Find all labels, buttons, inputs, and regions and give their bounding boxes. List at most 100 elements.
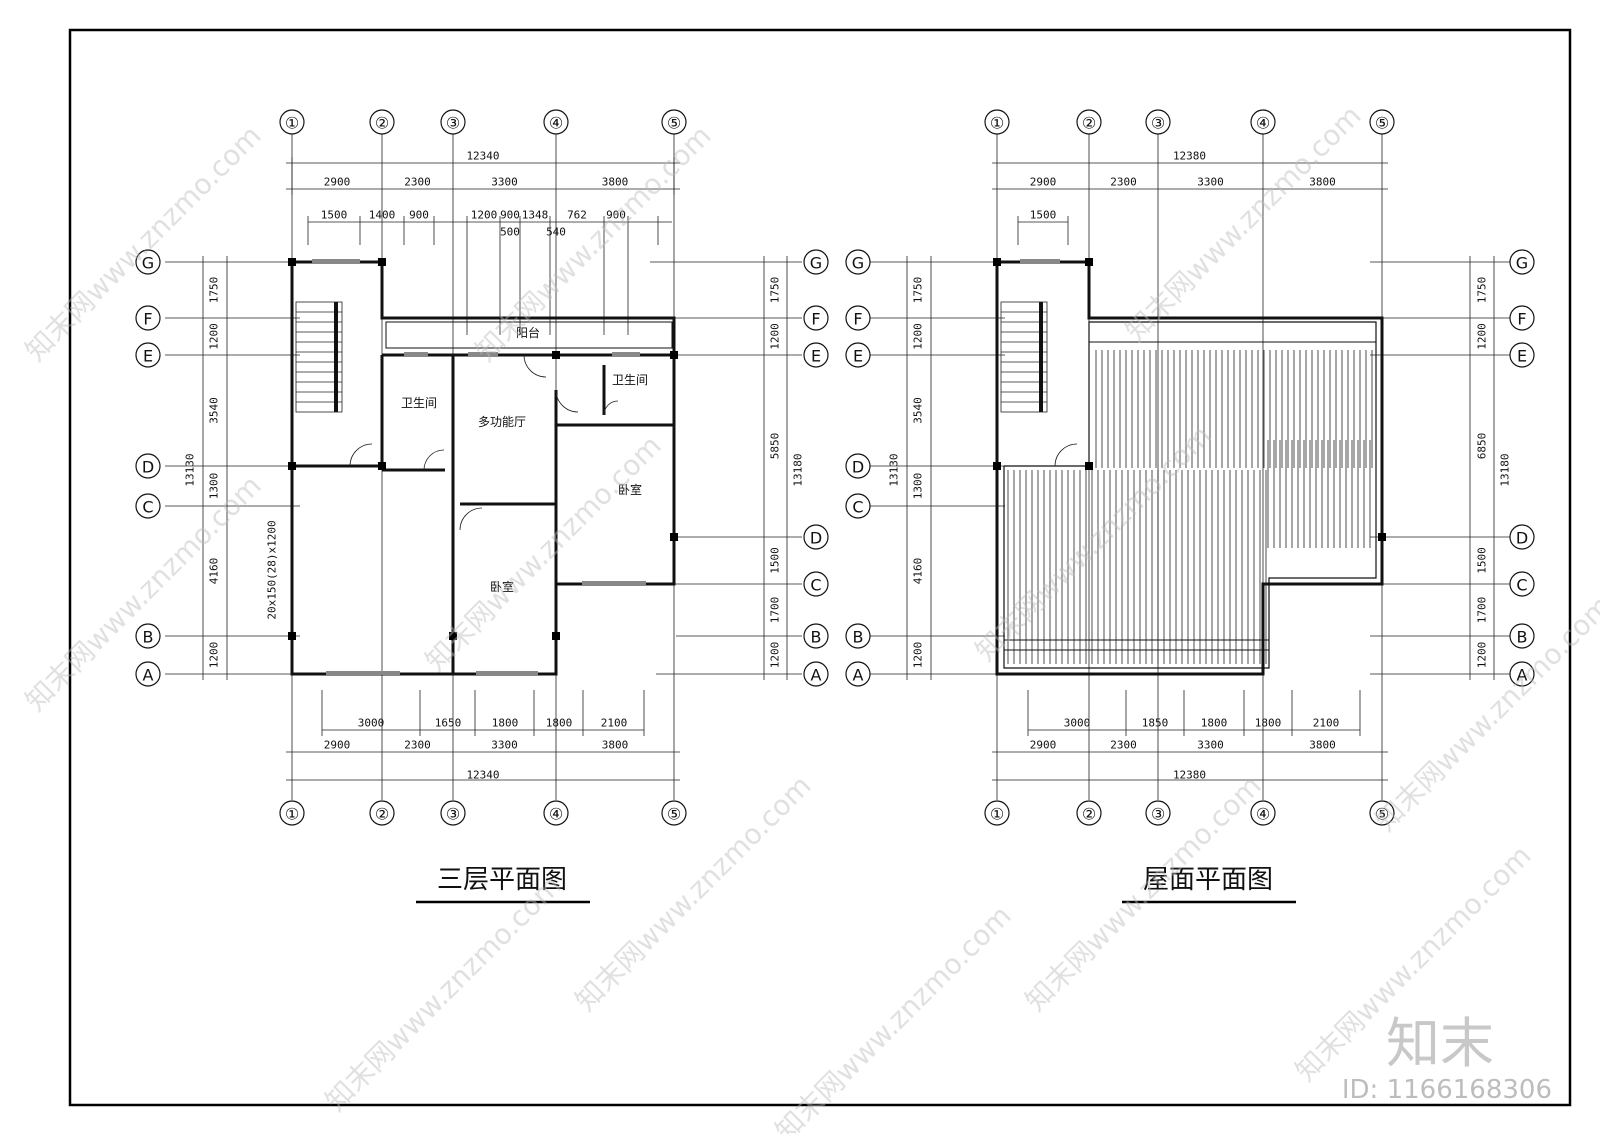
watermark-text-2: 知末网www.znzmo.com — [469, 119, 718, 368]
left-axis-B-label: B — [853, 628, 864, 647]
right-axis-C-label: C — [810, 576, 821, 595]
top-axis-3: ③ — [440, 109, 466, 135]
top-axis-5-label: ⑤ — [667, 114, 681, 133]
right-axis-C: C — [1509, 571, 1535, 597]
top-axis-1-label: ① — [990, 114, 1004, 133]
bottom-axis-5-label: ⑤ — [667, 805, 681, 824]
watermark-text-11: 知末网www.znzmo.com — [769, 899, 1018, 1134]
bottom-sub-dim-3: 1800 — [1201, 717, 1228, 730]
top-total-dim: 12340 — [466, 150, 499, 163]
bottom-axis-3: ③ — [1145, 800, 1171, 826]
top-axis-5: ⑤ — [1369, 109, 1395, 135]
top-axis-3: ③ — [1145, 109, 1171, 135]
watermark-text-7: 知末网www.znzmo.com — [569, 769, 818, 1018]
bottom-sub-dim-4: 1800 — [1255, 717, 1282, 730]
top-axis-4-label: ④ — [549, 114, 563, 133]
top-axis-3-label: ③ — [1151, 114, 1165, 133]
right-dim-1: 1750 — [1476, 277, 1489, 304]
left-axis-E: E — [845, 342, 871, 368]
left-axis-B-label: B — [143, 628, 154, 647]
top-axis-2: ② — [1076, 109, 1102, 135]
watermark-logo: 知末 — [1386, 1012, 1494, 1075]
bottom-dim-4: 3800 — [1309, 739, 1336, 752]
watermark-id: ID: 1166168306 — [1342, 1075, 1552, 1105]
left-dim-2: 1200 — [208, 323, 221, 350]
right-axis-G-label: G — [810, 254, 822, 273]
bottom-sub-dim-3: 1800 — [492, 717, 519, 730]
top-axis-2-label: ② — [375, 114, 389, 133]
bottom-dim-1: 2900 — [1030, 739, 1057, 752]
bottom-total-dim: 12340 — [466, 769, 499, 782]
room-label-3: 多功能厅 — [478, 415, 526, 429]
left-dim-6: 1200 — [208, 642, 221, 669]
left-axis-F-label: F — [143, 310, 152, 329]
left-axis-G-label: G — [852, 254, 864, 273]
right-dim-3: 5850 — [769, 433, 782, 460]
top-axis-2: ② — [369, 109, 395, 135]
top-dim-3: 3300 — [491, 176, 518, 189]
bottom-axis-1: ① — [279, 800, 305, 826]
right-axis-B-label: B — [1517, 628, 1528, 647]
right-dim-4: 1500 — [1476, 547, 1489, 574]
top-axis-4: ④ — [543, 109, 569, 135]
plan-1-title: 三层平面图 — [437, 865, 567, 895]
right-axis-E-label: E — [811, 347, 821, 366]
left-dim-4: 1300 — [208, 473, 221, 500]
bottom-axis-1: ① — [984, 800, 1010, 826]
top-axis-1-label: ① — [285, 114, 299, 133]
top-dim-1: 2900 — [1030, 176, 1057, 189]
bottom-axis-4-label: ④ — [549, 805, 563, 824]
bottom-axis-5: ⑤ — [1369, 800, 1395, 826]
top-sub-dim-2: 1400 — [369, 209, 396, 222]
left-axis-E-label: E — [143, 347, 153, 366]
bottom-axis-3-label: ③ — [446, 805, 460, 824]
top-sub-dim-4: 1200 — [471, 209, 498, 222]
bottom-axis-1-label: ① — [990, 805, 1004, 824]
left-axis-D-label: D — [142, 458, 154, 477]
right-axis-E: E — [1509, 342, 1535, 368]
bottom-sub-dim-5: 2100 — [1313, 717, 1340, 730]
left-axis-C-label: C — [142, 498, 153, 517]
bottom-sub-dim-1: 3000 — [1064, 717, 1091, 730]
left-axis-G-label: G — [142, 254, 154, 273]
bottom-axis-4-label: ④ — [1256, 805, 1270, 824]
top-axis-2-label: ② — [1082, 114, 1096, 133]
right-axis-B: B — [1509, 623, 1535, 649]
right-axis-A-label: A — [1517, 666, 1528, 685]
right-dim-2: 1200 — [769, 323, 782, 350]
top-small-dim-1: 500 — [500, 226, 520, 239]
left-axis-A: A — [135, 661, 161, 687]
left-axis-D: D — [845, 453, 871, 479]
plan-2-title: 屋面平面图 — [1143, 865, 1273, 895]
right-dim-2: 1200 — [1476, 323, 1489, 350]
top-dim-4: 3800 — [1309, 176, 1336, 189]
top-axis-5: ⑤ — [661, 109, 687, 135]
third-floor-plan — [165, 133, 802, 800]
left-axis-F: F — [135, 305, 161, 331]
left-axis-E: E — [135, 342, 161, 368]
watermark-text-3: 知末网www.znzmo.com — [1119, 99, 1368, 348]
right-axis-B-label: B — [811, 628, 822, 647]
roof-plan — [870, 133, 1510, 800]
right-axis-E: E — [803, 342, 829, 368]
bottom-sub-dim-4: 1800 — [546, 717, 573, 730]
room-label-6: 卧室 — [490, 579, 514, 594]
bottom-dim-2: 2300 — [1110, 739, 1137, 752]
top-sub-dim-1: 1500 — [321, 209, 348, 222]
right-axis-F-label: F — [1517, 310, 1526, 329]
right-axis-B: B — [803, 623, 829, 649]
right-axis-D: D — [803, 524, 829, 550]
left-dim-5: 4160 — [912, 558, 925, 585]
left-total-dim: 13130 — [888, 453, 901, 486]
right-axis-A: A — [1509, 661, 1535, 687]
bottom-dim-4: 3800 — [602, 739, 629, 752]
left-axis-F: F — [845, 305, 871, 331]
left-axis-G: G — [135, 249, 161, 275]
right-axis-D-label: D — [1516, 529, 1528, 548]
bottom-sub-dim-1: 3000 — [358, 717, 385, 730]
watermark-text-6: 知末网www.znzmo.com — [969, 419, 1218, 668]
top-axis-1: ① — [279, 109, 305, 135]
top-axis-4-label: ④ — [1256, 114, 1270, 133]
right-total-dim: 13180 — [792, 453, 805, 486]
